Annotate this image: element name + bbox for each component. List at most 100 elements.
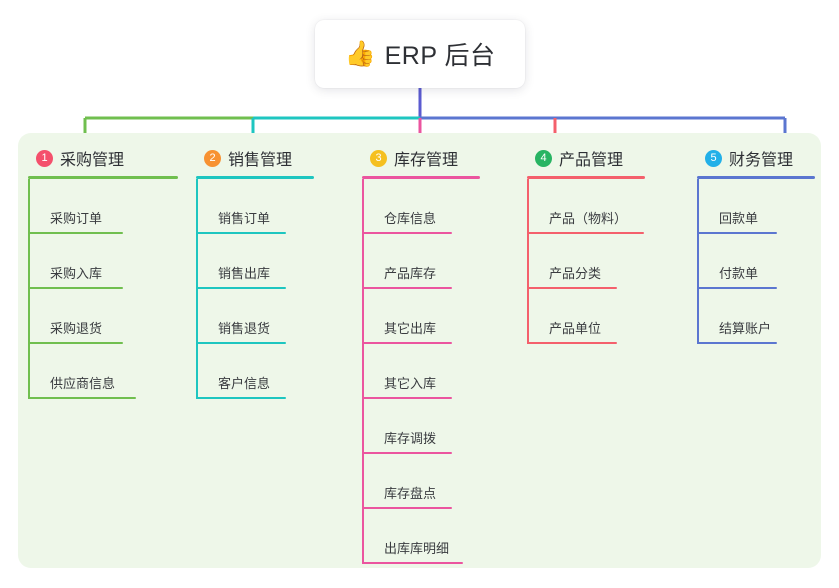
branch-item-label: 产品单位 xyxy=(549,321,602,336)
branch-item-underline xyxy=(362,452,452,454)
branch-item-label: 库存盘点 xyxy=(384,486,437,501)
branch-item[interactable]: 库存调拨 xyxy=(362,399,480,454)
branch-item-label: 其它入库 xyxy=(384,376,437,391)
branch-4: 4 产品管理产品（物料） 产品分类产品单位 xyxy=(527,146,645,344)
branch-number-badge: 4 xyxy=(535,149,552,167)
branch-item-label: 仓库信息 xyxy=(384,211,437,226)
branch-item-label: 产品库存 xyxy=(384,266,437,281)
branch-title: 采购管理 xyxy=(60,152,125,169)
branch-item[interactable]: 出库库明细 xyxy=(362,509,480,564)
thumbs-up-icon: 👍 xyxy=(344,39,376,68)
branch-item-underline xyxy=(697,287,777,289)
branch-item[interactable]: 其它入库 xyxy=(362,344,480,399)
branch-item[interactable]: 销售订单 xyxy=(196,179,314,234)
branch-number-badge: 1 xyxy=(36,149,53,167)
branch-item-underline xyxy=(697,342,777,344)
branch-items: 产品（物料） 产品分类产品单位 xyxy=(527,179,645,344)
branch-item-underline xyxy=(362,342,452,344)
branch-item[interactable]: 采购入库 xyxy=(28,234,178,289)
branch-item-underline xyxy=(28,342,123,344)
branch-item-label: 客户信息 xyxy=(218,376,271,391)
branch-item-label: 销售退货 xyxy=(218,321,271,336)
branch-item-label: 出库库明细 xyxy=(384,541,450,556)
branch-item-label: 其它出库 xyxy=(384,321,437,336)
branch-item-label: 采购入库 xyxy=(50,266,103,281)
branch-item-underline xyxy=(697,232,777,234)
branch-item-label: 产品（物料） xyxy=(549,211,628,226)
branch-item[interactable]: 回款单 xyxy=(697,179,815,234)
branches-panel xyxy=(18,133,821,568)
branch-header[interactable]: 4 产品管理 xyxy=(527,146,645,170)
branch-item-underline xyxy=(28,397,136,399)
branch-item[interactable]: 库存盘点 xyxy=(362,454,480,509)
branch-1: 1 采购管理采购订单采购入库采购退货供应商信息 xyxy=(28,146,178,399)
branch-item-underline xyxy=(527,232,644,234)
branch-title: 销售管理 xyxy=(228,152,293,169)
branch-underline xyxy=(196,176,314,179)
branch-item-label: 供应商信息 xyxy=(50,376,116,391)
branch-item-label: 采购退货 xyxy=(50,321,103,336)
branch-underline xyxy=(28,176,178,179)
branch-item-underline xyxy=(362,397,452,399)
branch-spine xyxy=(362,179,364,564)
branch-underline xyxy=(362,176,480,179)
branch-header[interactable]: 1 采购管理 xyxy=(28,146,178,170)
branch-item-label: 结算账户 xyxy=(719,321,772,336)
branch-item[interactable]: 结算账户 xyxy=(697,289,815,344)
branch-item-label: 付款单 xyxy=(719,266,759,281)
branch-spine xyxy=(527,179,529,344)
branch-spine xyxy=(28,179,30,399)
branch-title: 财务管理 xyxy=(729,152,794,169)
branch-item-label: 销售出库 xyxy=(218,266,271,281)
branch-item-label: 产品分类 xyxy=(549,266,602,281)
branch-item-underline xyxy=(362,232,452,234)
branch-spine xyxy=(697,179,699,344)
branch-header[interactable]: 2 销售管理 xyxy=(196,146,314,170)
branch-item-underline xyxy=(196,232,286,234)
branch-title: 库存管理 xyxy=(394,152,459,169)
branch-underline xyxy=(527,176,645,179)
branch-number-badge: 2 xyxy=(204,149,221,167)
branch-items: 仓库信息产品库存其它出库其它入库库存调拨库存盘点出库库明细 xyxy=(362,179,480,564)
branch-items: 销售订单销售出库销售退货客户信息 xyxy=(196,179,314,399)
branch-item[interactable]: 仓库信息 xyxy=(362,179,480,234)
branch-item[interactable]: 客户信息 xyxy=(196,344,314,399)
branch-item[interactable]: 采购订单 xyxy=(28,179,178,234)
branch-underline xyxy=(697,176,815,179)
branch-items: 采购订单采购入库采购退货供应商信息 xyxy=(28,179,178,399)
branch-item-underline xyxy=(28,232,123,234)
branch-item-underline xyxy=(362,507,452,509)
branch-2: 2 销售管理销售订单销售出库销售退货客户信息 xyxy=(196,146,314,399)
root-title: ERP 后台 xyxy=(384,42,496,70)
branch-item[interactable]: 产品（物料） xyxy=(527,179,645,234)
branch-number-badge: 5 xyxy=(705,149,722,167)
branch-title: 产品管理 xyxy=(559,152,624,169)
branch-item-label: 采购订单 xyxy=(50,211,103,226)
branch-item[interactable]: 付款单 xyxy=(697,234,815,289)
root-node[interactable]: 👍 ERP 后台 xyxy=(315,20,525,88)
branch-item[interactable]: 其它出库 xyxy=(362,289,480,344)
branch-item-underline xyxy=(527,342,617,344)
branch-item-underline xyxy=(28,287,123,289)
branch-item-underline xyxy=(196,397,286,399)
branch-item[interactable]: 产品库存 xyxy=(362,234,480,289)
branch-item[interactable]: 产品分类 xyxy=(527,234,645,289)
branch-item-underline xyxy=(362,287,452,289)
branch-item-underline xyxy=(196,342,286,344)
branch-item-underline xyxy=(362,562,463,564)
branch-item[interactable]: 采购退货 xyxy=(28,289,178,344)
branch-item-label: 回款单 xyxy=(719,211,759,226)
branch-item[interactable]: 供应商信息 xyxy=(28,344,178,399)
branch-item[interactable]: 产品单位 xyxy=(527,289,645,344)
branch-item[interactable]: 销售出库 xyxy=(196,234,314,289)
branch-spine xyxy=(196,179,198,399)
branch-item[interactable]: 销售退货 xyxy=(196,289,314,344)
root-node-content: 👍 ERP 后台 xyxy=(344,36,495,72)
branch-item-underline xyxy=(527,287,617,289)
branch-item-label: 销售订单 xyxy=(218,211,271,226)
branch-header[interactable]: 5 财务管理 xyxy=(697,146,815,170)
branch-item-underline xyxy=(196,287,286,289)
